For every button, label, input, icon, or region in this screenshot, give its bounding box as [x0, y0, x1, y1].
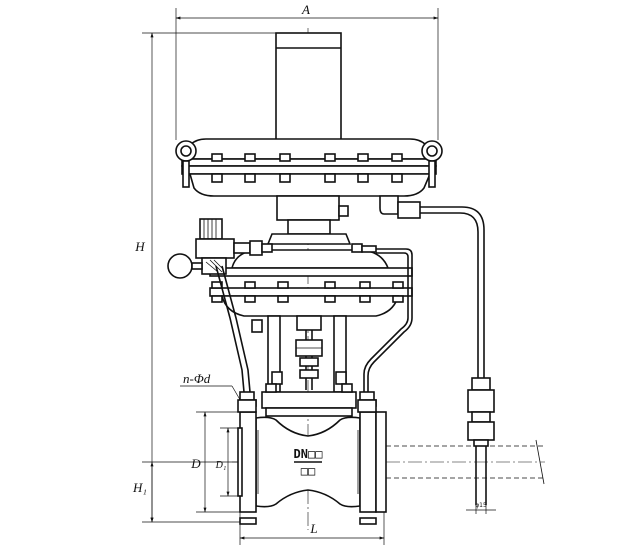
- left-impulse-tube: [215, 265, 257, 413]
- dimension-d-label: D: [190, 456, 201, 471]
- bonnet: [261, 383, 357, 417]
- eye-bolt-left: [175, 140, 197, 188]
- downstream-pipe: [386, 439, 545, 485]
- dimension-h-label: H: [134, 239, 145, 254]
- upper-housing-bolts: [211, 153, 403, 183]
- bolt-icon: [244, 153, 256, 183]
- flange-left: [237, 399, 257, 525]
- bolt-icon: [211, 281, 223, 303]
- hole-spec-leader: n-Φd: [180, 371, 247, 411]
- filter-regulator-icon: [195, 218, 273, 275]
- flange-right: [359, 399, 387, 525]
- dimension-h1: H₁: [132, 461, 238, 523]
- dimension-a: A: [175, 2, 439, 140]
- fitting-top-right: [351, 243, 363, 253]
- hole-spec-label: n-Φd: [183, 371, 211, 386]
- stem-assembly: [251, 315, 347, 393]
- bolt-icon: [244, 281, 256, 303]
- fitting-top-right-nut: [361, 245, 377, 253]
- lower-diaphragm-housing: [209, 249, 413, 317]
- bolt-icon: [211, 153, 223, 183]
- dimension-d1: D₁: [215, 427, 240, 497]
- yoke: [266, 195, 421, 245]
- upper-cylinder: [275, 32, 342, 142]
- eye-bolt-right: [421, 140, 443, 188]
- bolt-icon: [391, 153, 403, 183]
- signal-tube: [420, 206, 495, 505]
- dimension-l-label: L: [309, 521, 317, 536]
- right-lower-tube: [357, 248, 413, 413]
- pipe-dia-dimension: φ15: [466, 502, 496, 514]
- bolt-icon: [357, 153, 369, 183]
- bolt-icon: [359, 281, 371, 303]
- valve-body: DN□□ □□: [255, 416, 361, 508]
- upper-diaphragm-housing: [175, 138, 443, 197]
- dimension-h: H: [134, 32, 282, 523]
- bolt-icon: [277, 281, 289, 303]
- gauge-icon: [167, 253, 203, 279]
- bolt-icon: [279, 153, 291, 183]
- nameplate-top: DN□□: [294, 447, 323, 461]
- dimension-a-label: A: [301, 2, 310, 17]
- bolt-icon: [324, 153, 336, 183]
- dimension-d1-label: D₁: [215, 460, 227, 471]
- dimension-d: D: [190, 411, 240, 513]
- nameplate-bottom: □□: [301, 464, 315, 478]
- bolt-icon: [392, 281, 404, 303]
- dimension-l: L: [239, 512, 385, 545]
- bolt-icon: [324, 281, 336, 303]
- dimension-h1-label: H₁: [132, 480, 147, 495]
- lower-housing-bolts: [211, 281, 404, 303]
- pipe-dia-label: φ15: [475, 502, 487, 509]
